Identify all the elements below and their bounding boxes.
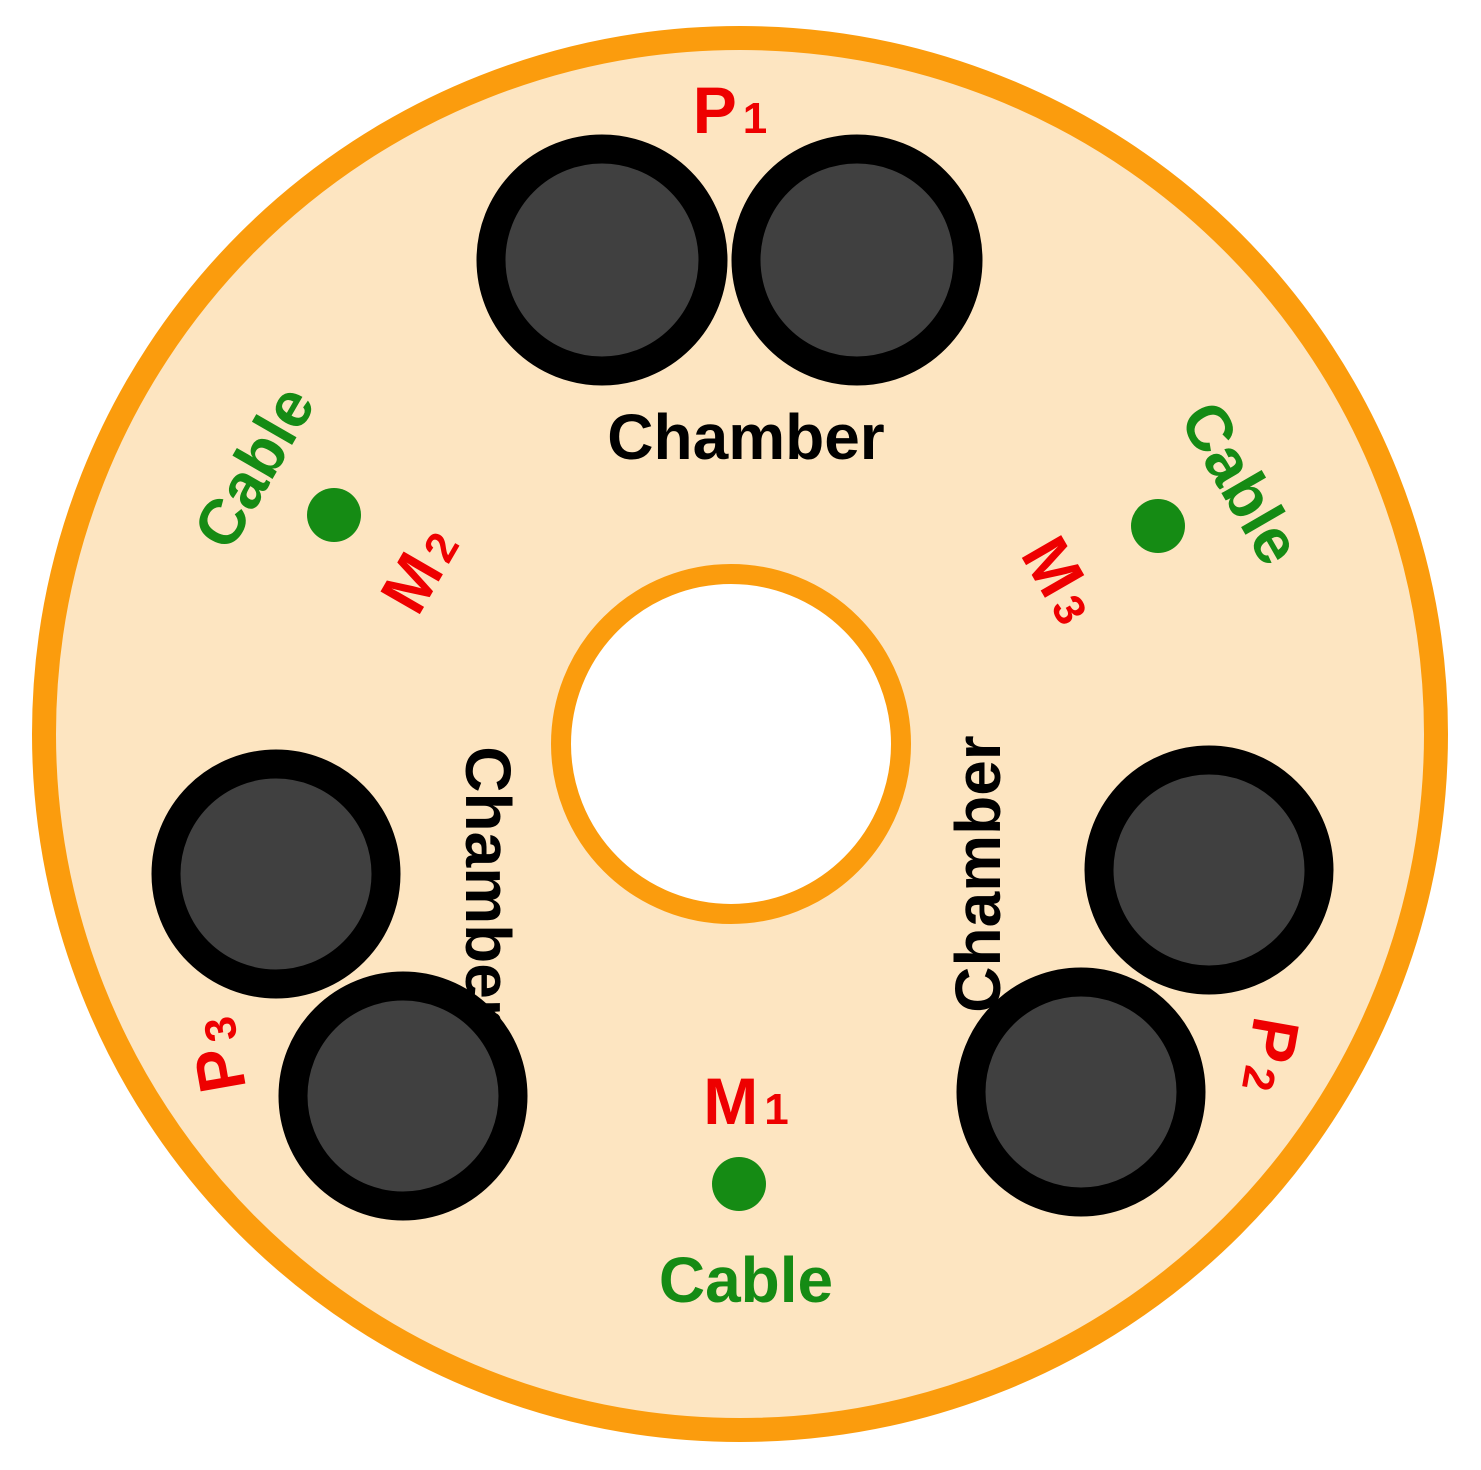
chamber-hole <box>278 971 528 1221</box>
m1-index: 1 <box>764 1085 788 1134</box>
chamber-hole <box>151 749 401 999</box>
chamber-label-right: Chamber <box>942 735 1014 1012</box>
chamber-hole <box>956 967 1206 1217</box>
cable-dot <box>712 1157 766 1211</box>
chamber-group-left <box>151 749 528 1221</box>
chamber-hole <box>1084 745 1334 995</box>
chamber-hole <box>476 134 728 386</box>
chamber-hole <box>731 134 983 386</box>
cable-label-bottom: Cable <box>659 1244 833 1316</box>
chamber-group-top <box>476 134 983 386</box>
p1-index: 1 <box>743 94 767 143</box>
cable-dot <box>1131 499 1185 553</box>
chamber-label-left: Chamber <box>452 746 524 1023</box>
p1-letter: P <box>693 73 737 147</box>
cable-dot <box>307 488 361 542</box>
chamber-label-top: Chamber <box>607 401 884 473</box>
center-hole <box>551 564 911 924</box>
chamber-group-right <box>956 745 1334 1217</box>
m1-letter: M <box>703 1064 758 1138</box>
